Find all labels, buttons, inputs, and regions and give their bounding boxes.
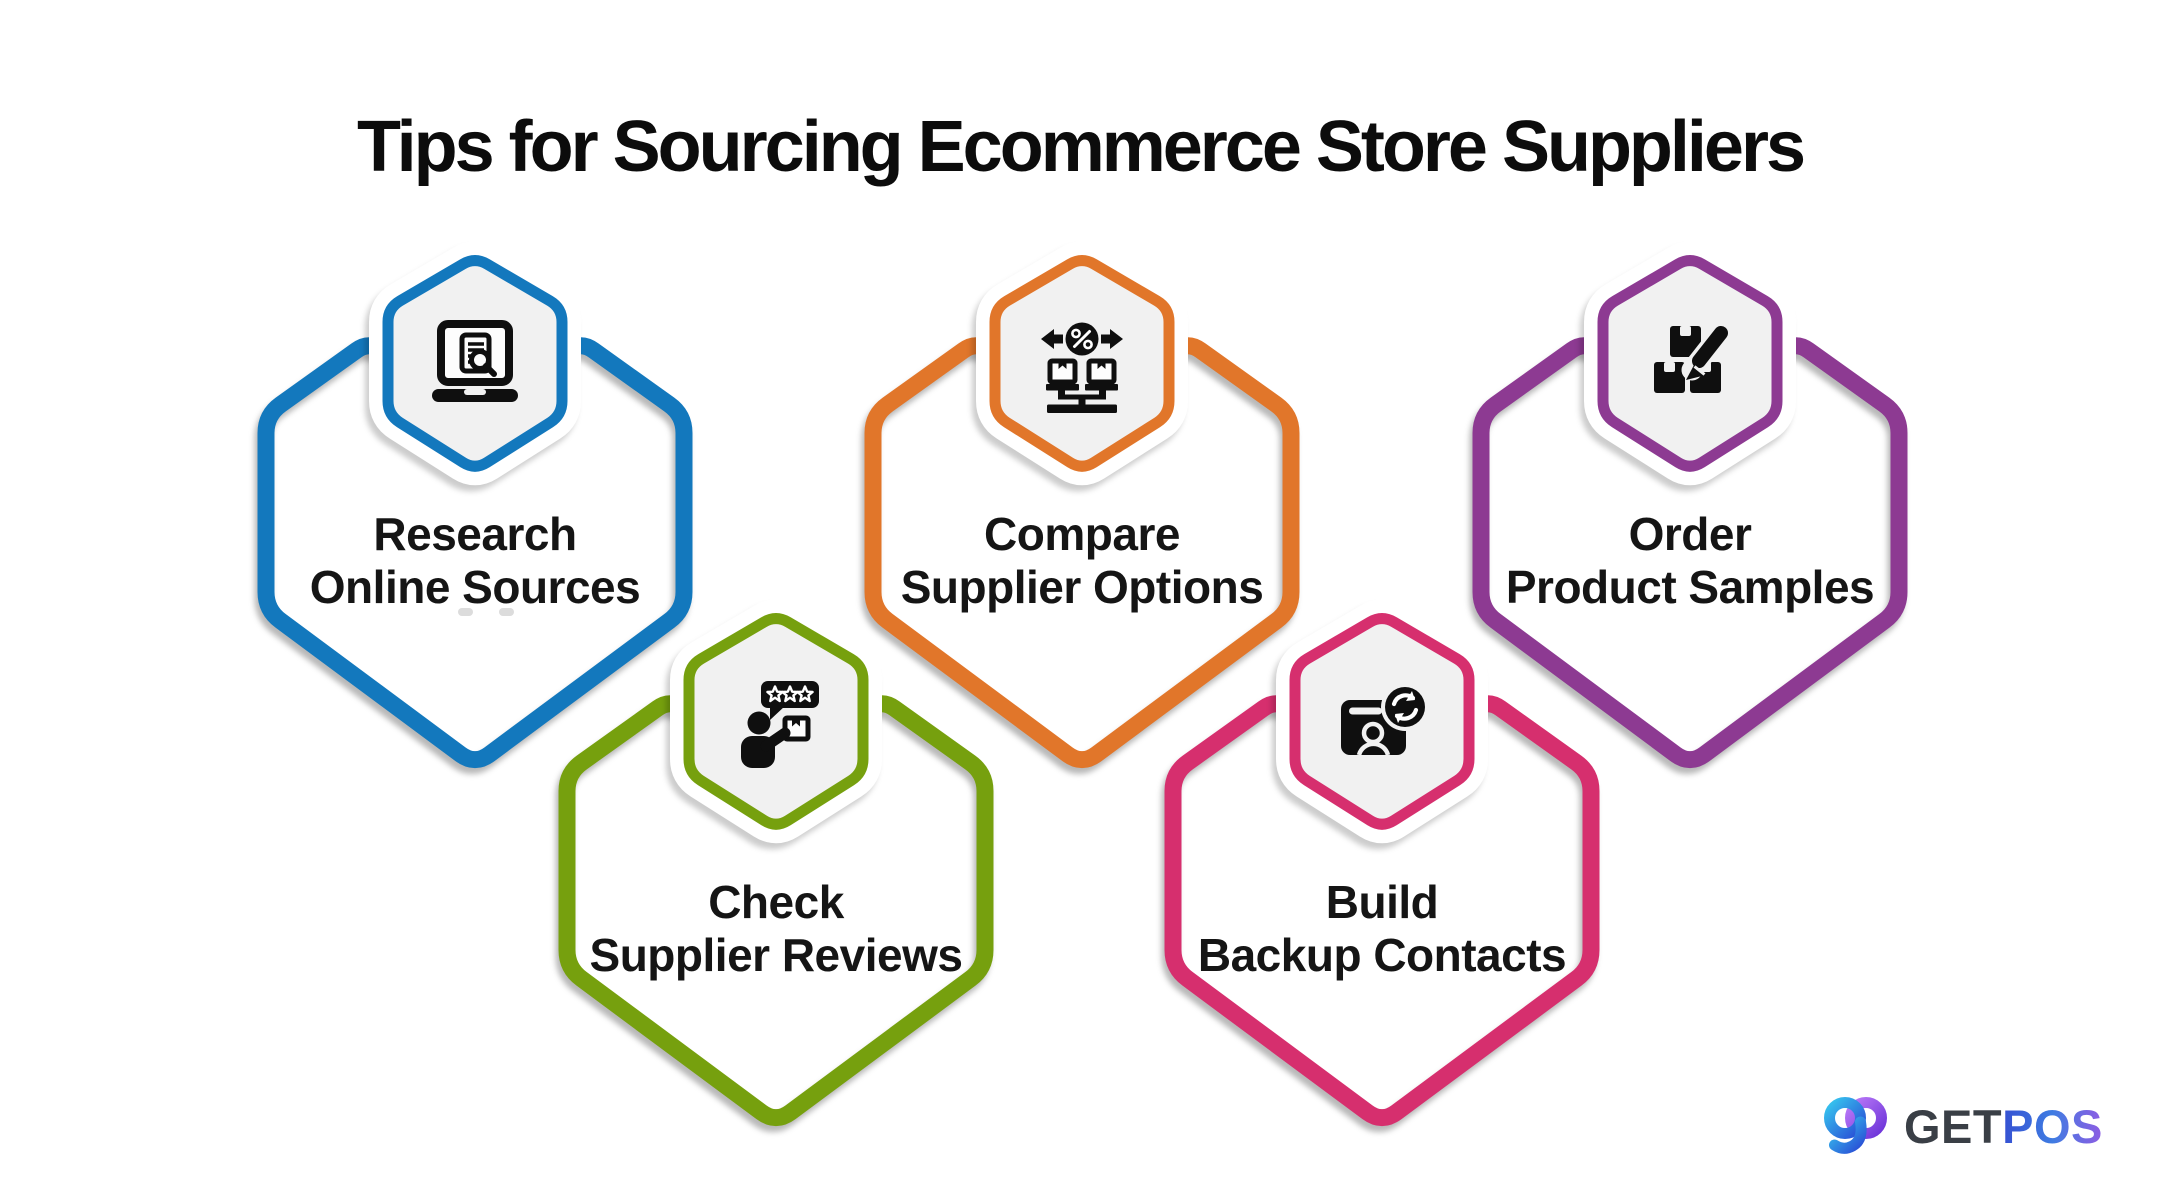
tip-label-line1: Compare xyxy=(984,508,1180,560)
icon-badge xyxy=(1276,599,1488,844)
tip-label: Order Product Samples xyxy=(1470,508,1910,614)
brand-get: GET xyxy=(1904,1100,2003,1153)
tip-label: Compare Supplier Options xyxy=(862,508,1302,614)
tip-research-online-sources: Research Online Sources xyxy=(255,241,695,808)
icon-badge xyxy=(976,241,1188,486)
tip-label: Research Online Sources xyxy=(255,508,695,614)
tip-label-line2: Supplier Reviews xyxy=(589,929,963,981)
tip-label-line2: Supplier Options xyxy=(900,561,1264,613)
icon-badge xyxy=(670,599,882,844)
tip-label-line2: Online Sources xyxy=(309,561,641,613)
tip-label: Check Supplier Reviews xyxy=(556,876,996,982)
tip-compare-supplier-options: Compare Supplier Options xyxy=(862,241,1302,808)
faded-ellipsis xyxy=(458,608,528,616)
tip-label-line1: Order xyxy=(1628,508,1752,560)
tip-label-line1: Research xyxy=(373,508,577,560)
tip-build-backup-contacts: Build Backup Contacts xyxy=(1162,599,1602,1166)
brand-pos: POS xyxy=(2002,1100,2103,1153)
boxes-pencil-icon xyxy=(1654,322,1732,393)
tip-order-product-samples: Order Product Samples xyxy=(1470,241,1910,808)
tip-label: Build Backup Contacts xyxy=(1162,876,1602,982)
brand-wordmark: GETPOS xyxy=(1904,1099,2103,1154)
compare-boxes-percent-icon xyxy=(1041,322,1123,413)
tip-label-line1: Check xyxy=(708,876,844,928)
brand-logo: GETPOS xyxy=(1818,1089,2118,1161)
page-title: Tips for Sourcing Ecommerce Store Suppli… xyxy=(356,107,1806,187)
tip-label-line2: Backup Contacts xyxy=(1197,929,1567,981)
laptop-search-icon xyxy=(432,320,518,402)
tip-check-supplier-reviews: Check Supplier Reviews xyxy=(556,599,996,1166)
tip-label-line2: Product Samples xyxy=(1505,561,1875,613)
getpos-logo-mark xyxy=(1824,1097,1887,1154)
contact-card-sync-icon xyxy=(1341,683,1429,756)
person-review-stars-icon xyxy=(741,681,819,768)
tip-label-line1: Build xyxy=(1325,876,1439,928)
icon-badge xyxy=(1584,241,1796,486)
icon-badge xyxy=(369,241,581,486)
